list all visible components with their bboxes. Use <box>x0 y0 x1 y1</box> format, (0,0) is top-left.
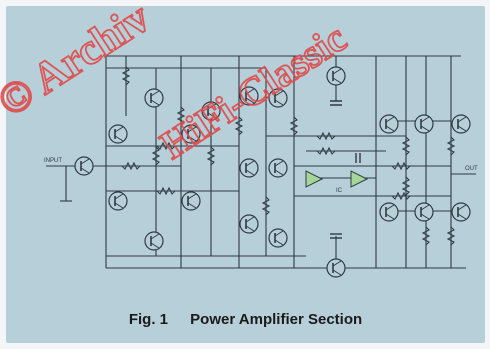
output-label: OUT <box>465 166 478 172</box>
resistor-17 <box>316 146 336 156</box>
transistors <box>74 66 471 278</box>
resistor-11 <box>446 136 456 156</box>
transistor-16 <box>326 258 346 278</box>
circuit-schematic: INPUT OUT IC <box>44 55 478 278</box>
resistors <box>121 66 456 246</box>
resistor-9 <box>401 176 411 196</box>
transistor-6 <box>181 124 201 144</box>
wires <box>46 55 476 269</box>
capacitors <box>330 100 361 239</box>
transistor-2 <box>108 124 128 144</box>
resistor-8 <box>401 136 411 156</box>
transistor-22 <box>451 202 471 222</box>
resistor-15 <box>156 186 176 196</box>
resistor-5 <box>234 116 244 136</box>
transistor-5 <box>144 231 164 251</box>
resistor-4 <box>176 106 186 126</box>
transistor-4 <box>144 88 164 108</box>
transistor-11 <box>239 214 259 234</box>
transistor-17 <box>379 114 399 134</box>
resistor-2 <box>151 146 161 166</box>
resistor-18 <box>391 161 411 171</box>
opamps <box>305 170 369 188</box>
resistor-14 <box>156 141 176 151</box>
opamp-1 <box>305 170 324 188</box>
transistor-21 <box>451 114 471 134</box>
transistor-19 <box>414 114 434 134</box>
transistor-12 <box>268 88 288 108</box>
transistor-7 <box>181 191 201 211</box>
transistor-3 <box>108 191 128 211</box>
caption-number: Fig. 1 <box>128 311 168 328</box>
figure-caption: Fig. 1 Power Amplifier Section <box>6 311 485 328</box>
input-label: INPUT <box>44 158 62 164</box>
transistor-20 <box>414 202 434 222</box>
transistor-8 <box>201 101 221 121</box>
resistor-13 <box>121 161 141 171</box>
transistor-10 <box>239 158 259 178</box>
resistor-6 <box>261 196 271 216</box>
resistor-7 <box>289 116 299 136</box>
resistor-1 <box>121 66 131 86</box>
transistor-18 <box>379 202 399 222</box>
resistor-19 <box>391 191 411 201</box>
transistor-15 <box>326 66 346 86</box>
resistor-12 <box>446 226 456 246</box>
transistor-14 <box>268 228 288 248</box>
resistor-3 <box>206 146 216 166</box>
transistor-9 <box>239 86 259 106</box>
opamp-2 <box>350 170 369 188</box>
resistor-10 <box>421 226 431 246</box>
figure-panel: INPUT OUT IC Fig. 1 Power Amplifier Sect… <box>6 6 485 343</box>
caption-text: Power Amplifier Section <box>190 311 363 328</box>
transistor-1 <box>74 156 94 176</box>
transistor-13 <box>268 158 288 178</box>
ic-label: IC <box>336 188 343 194</box>
resistor-16 <box>316 131 336 141</box>
